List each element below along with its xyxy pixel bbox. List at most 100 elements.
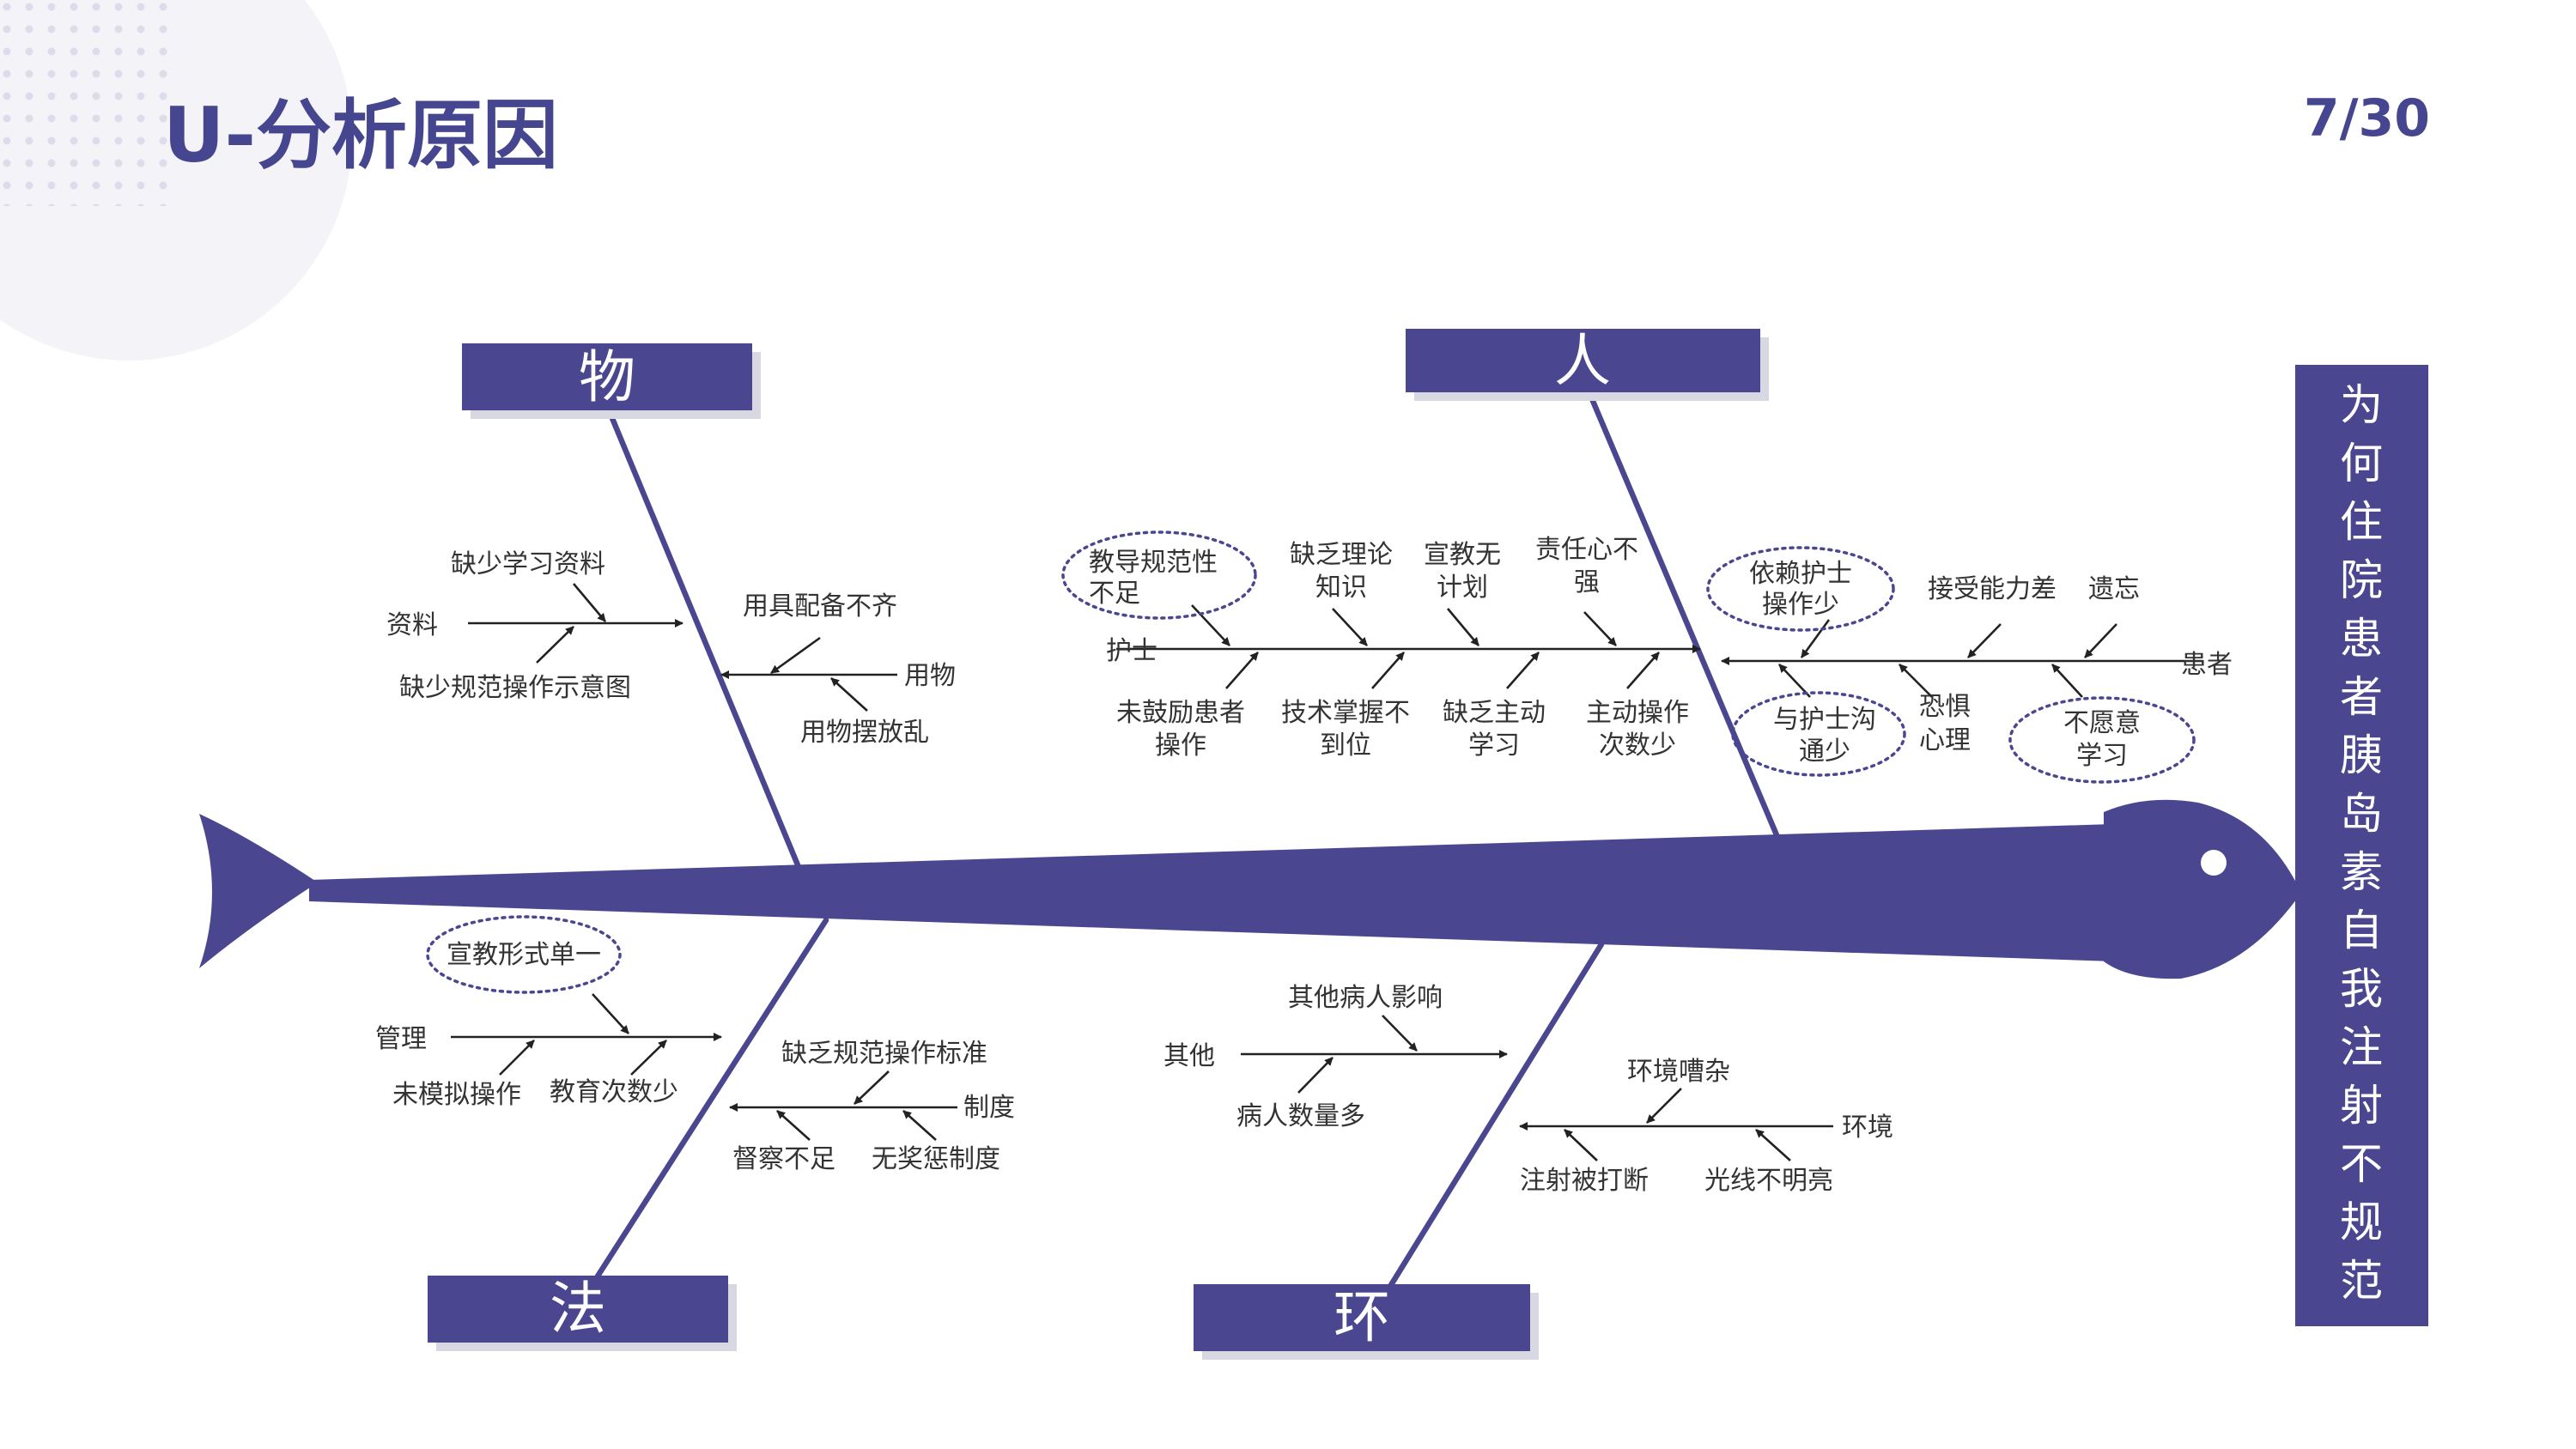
svg-text:岛: 岛: [2340, 789, 2383, 839]
page-title: U-分析原因: [163, 91, 558, 179]
svg-text:住: 住: [2340, 497, 2383, 547]
cause-lilun-2: 知识: [1315, 573, 1367, 603]
category-label-wu: 物: [579, 344, 635, 410]
svg-text:我: 我: [2340, 964, 2383, 1014]
arrow-jieshou: [1967, 623, 2002, 658]
bone-wu: [606, 409, 802, 870]
cause-moni: 未模拟操作: [392, 1080, 521, 1110]
cause-caozuo-2: 次数少: [1599, 731, 1676, 761]
svg-text:自: 自: [2340, 906, 2383, 955]
cause-zhudong-2: 学习: [1468, 731, 1520, 761]
branch-huan: 其他 其他病人影响 病人数量多 环境 环境嘈杂 注射被打断 光线不明亮: [1163, 983, 1893, 1196]
category-box-wu: 物: [462, 343, 761, 419]
svg-text:者: 者: [2340, 672, 2383, 722]
cause-cazha: 环境嘈杂: [1627, 1057, 1730, 1087]
category-box-ren: 人: [1406, 328, 1769, 401]
fish-tail: [199, 814, 318, 968]
arrow-goutong: [1778, 664, 1811, 698]
cause-buyuan-1: 不愿意: [2063, 708, 2141, 738]
svg-text:注: 注: [2340, 1022, 2383, 1072]
svg-text:不: 不: [2340, 1139, 2383, 1189]
arrow-quefa-ziliao: [573, 583, 606, 622]
svg-text:为: 为: [2340, 380, 2383, 430]
svg-text:素: 素: [2340, 847, 2383, 897]
cause-lilun-1: 缺乏理论: [1290, 540, 1393, 570]
cause-jishu-2: 到位: [1320, 731, 1371, 761]
category-label-ren: 人: [1554, 328, 1611, 394]
cause-kongju-1: 恐惧: [1919, 692, 1971, 722]
arrow-buyuan: [2051, 664, 2083, 698]
background-decoration: [0, 0, 352, 361]
arrow-quefa-shiyitu: [536, 626, 574, 664]
svg-text:何: 何: [2340, 439, 2383, 488]
page-number: 7/30: [2304, 88, 2430, 149]
highlight-xingshi: [426, 915, 622, 994]
highlight-buyuan: [2008, 696, 2196, 784]
arrow-jiangcheng: [902, 1110, 937, 1141]
branch-wu: 资料 缺少学习资料 缺少规范操作示意图 用物 用具配备不齐 用物摆放乱: [386, 549, 956, 748]
svg-text:规: 规: [2340, 1197, 2383, 1247]
svg-text:范: 范: [2340, 1256, 2383, 1306]
cause-jiaodao-2: 不足: [1089, 579, 1140, 609]
svg-text:患: 患: [2340, 614, 2383, 664]
category-box-fa: 法: [428, 1276, 737, 1351]
arrow-kongju: [1899, 664, 1933, 698]
problem-box: 为 何 住 院 患 者 胰 岛 素 自 我 注 射 不 规 范: [2295, 365, 2428, 1326]
branch-fa: 管理 宣教形式单一 未模拟操作 教育次数少 制度 缺乏规范操作标准 督察不足 无…: [375, 915, 1015, 1174]
cause-zeren-1: 责任心不: [1535, 535, 1638, 565]
arrow-jishu: [1371, 652, 1405, 689]
arrow-yiwang: [2084, 623, 2117, 658]
arrow-guli: [1225, 652, 1259, 689]
arrow-yingxiang: [1382, 1015, 1418, 1052]
cause-quefa-ziliao: 缺少学习资料: [451, 549, 605, 579]
cause-biaozhun: 缺乏规范操作标准: [781, 1039, 987, 1069]
arrow-lilun: [1332, 608, 1368, 646]
arrow-zeren: [1583, 611, 1617, 646]
arrow-baifang: [830, 677, 868, 712]
svg-text:胰: 胰: [2340, 731, 2383, 780]
fish-body: [199, 799, 2301, 979]
cause-huanzhe: 患者: [2181, 650, 2233, 680]
cause-baifang: 用物摆放乱: [800, 718, 929, 748]
highlight-jiaodao: [1061, 530, 1257, 620]
bone-ren: [1587, 391, 1781, 840]
category-label-huan: 环: [1334, 1284, 1390, 1350]
arrow-guangxian: [1755, 1129, 1791, 1161]
arrow-shuliang: [1297, 1057, 1334, 1094]
cause-ducha: 督察不足: [732, 1144, 835, 1174]
highlight-yilai: [1706, 546, 1895, 632]
cause-jiaoyu: 教育次数少: [550, 1077, 678, 1107]
cause-goutong-2: 通少: [1799, 737, 1850, 767]
cause-yilai-1: 依赖护士: [1749, 559, 1852, 589]
cause-buyuan-2: 学习: [2076, 741, 2128, 771]
cause-guangxian: 光线不明亮: [1704, 1166, 1833, 1196]
problem-text: 为 何 住 院 患 者 胰 岛 素 自 我 注 射 不 规 范: [2340, 380, 2383, 1306]
cause-yilai-2: 操作少: [1762, 590, 1839, 620]
cause-shuliang: 病人数量多: [1236, 1101, 1365, 1131]
cause-yiwang: 遗忘: [2088, 574, 2140, 604]
cause-hushi: 护士: [1106, 636, 1157, 666]
fish-head: [2104, 799, 2301, 979]
bone-huan: [1383, 941, 1605, 1295]
cause-yongwu: 用物: [904, 661, 956, 691]
cause-ziliao: 资料: [386, 610, 438, 640]
arrow-yongju: [770, 636, 821, 675]
cause-zeren-2: 强: [1574, 567, 1600, 597]
arrow-jiaodao: [1191, 604, 1230, 646]
arrow-jiaoyu: [630, 1040, 667, 1076]
cause-kongju-2: 心理: [1919, 725, 1971, 755]
branch-ren: 护士 教导规范性 不足 缺乏理论 知识 宣教无 计划 责任心不 强 未鼓励患者 …: [1061, 530, 2233, 784]
cause-guanli: 管理: [375, 1024, 427, 1054]
cause-qita: 其他: [1163, 1041, 1215, 1071]
svg-text:射: 射: [2340, 1081, 2383, 1131]
arrow-caozuo: [1626, 652, 1660, 689]
category-label-fa: 法: [550, 1276, 606, 1342]
cause-yongju: 用具配备不齐: [743, 591, 897, 621]
arrow-cazha: [1646, 1088, 1682, 1124]
svg-text:院: 院: [2340, 555, 2383, 605]
cause-goutong-1: 与护士沟: [1773, 705, 1876, 735]
highlight-goutong: [1731, 691, 1906, 777]
bone-fa: [589, 917, 829, 1288]
arrow-xingshi: [592, 993, 629, 1034]
